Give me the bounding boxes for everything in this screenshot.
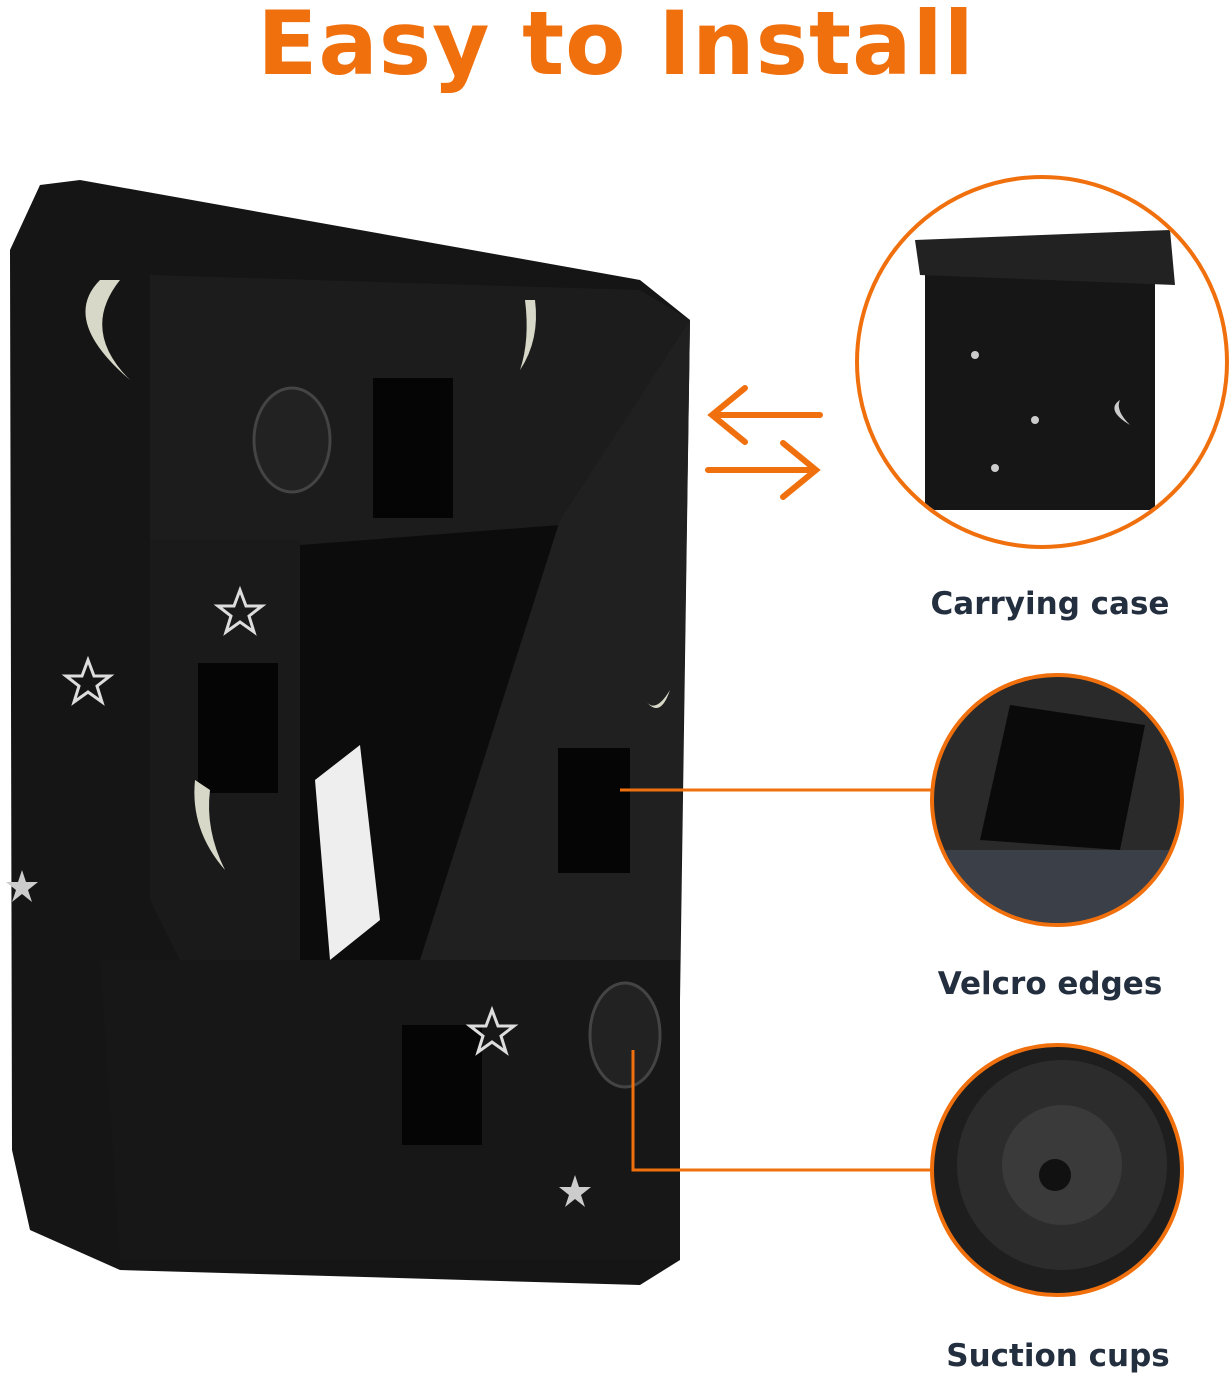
velcro-edges-label: Velcro edges (937, 966, 1163, 1002)
suction-cup-photo (930, 1043, 1184, 1297)
folded-curtain (6, 180, 690, 1285)
carrying-case-photo (855, 175, 1229, 549)
connector-lines (620, 788, 932, 1172)
carrying-case-label: Carrying case (930, 586, 1170, 622)
suction-cups-label: Suction cups (946, 1338, 1170, 1374)
page-title: Easy to Install (257, 0, 975, 95)
swap-arrows-icon (705, 385, 823, 500)
velcro-photo (930, 673, 1184, 927)
